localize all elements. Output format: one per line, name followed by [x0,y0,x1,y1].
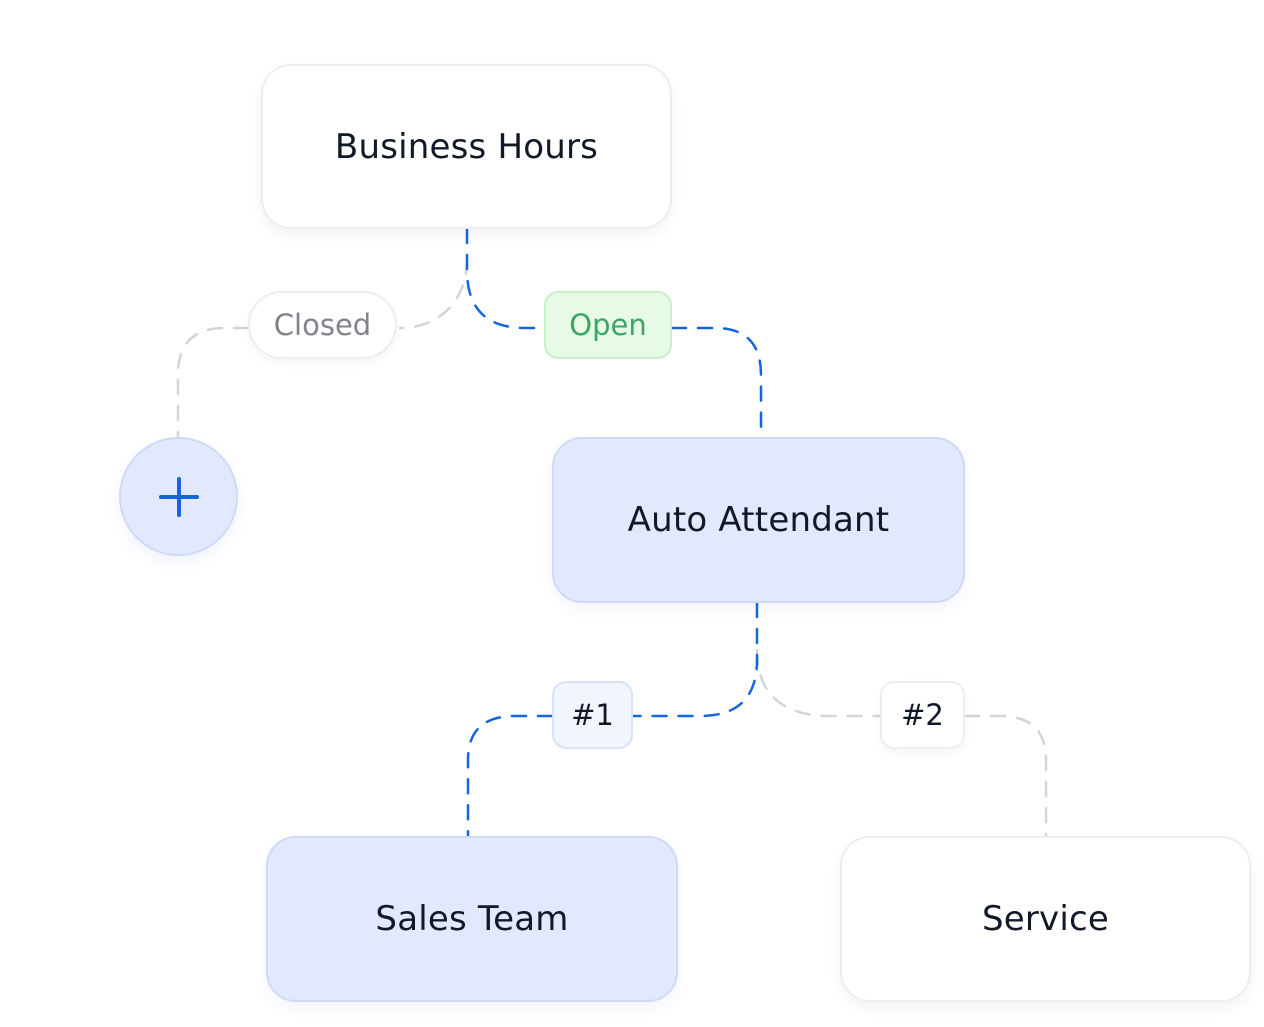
connector-option-2 [755,648,882,718]
sales-team-label: Sales Team [375,899,569,939]
connector-option-1-to-sales [466,714,554,838]
closed-branch-badge[interactable]: Closed [248,291,397,359]
connector-closed-to-add [176,326,250,439]
option-2-label: #2 [901,698,944,732]
option-2-badge[interactable]: #2 [880,681,965,749]
service-node[interactable]: Service [840,836,1251,1002]
connector-closed-branch [398,258,469,330]
option-1-badge[interactable]: #1 [552,681,633,749]
connector-option-1 [631,601,759,718]
service-label: Service [981,899,1110,939]
connector-open-branch [465,227,546,330]
connector-option-2-to-service [963,714,1048,838]
auto-attendant-node[interactable]: Auto Attendant [552,437,965,603]
auto-attendant-label: Auto Attendant [627,500,890,540]
open-branch-badge[interactable]: Open [544,291,672,359]
open-label: Open [569,308,647,342]
add-step-button[interactable] [119,437,238,556]
closed-label: Closed [273,308,372,342]
sales-team-node[interactable]: Sales Team [266,836,678,1002]
option-1-label: #1 [571,698,614,732]
business-hours-node[interactable]: Business Hours [261,64,672,229]
connector-open-to-attendant [670,326,763,439]
plus-icon [158,476,199,517]
business-hours-label: Business Hours [334,126,599,167]
